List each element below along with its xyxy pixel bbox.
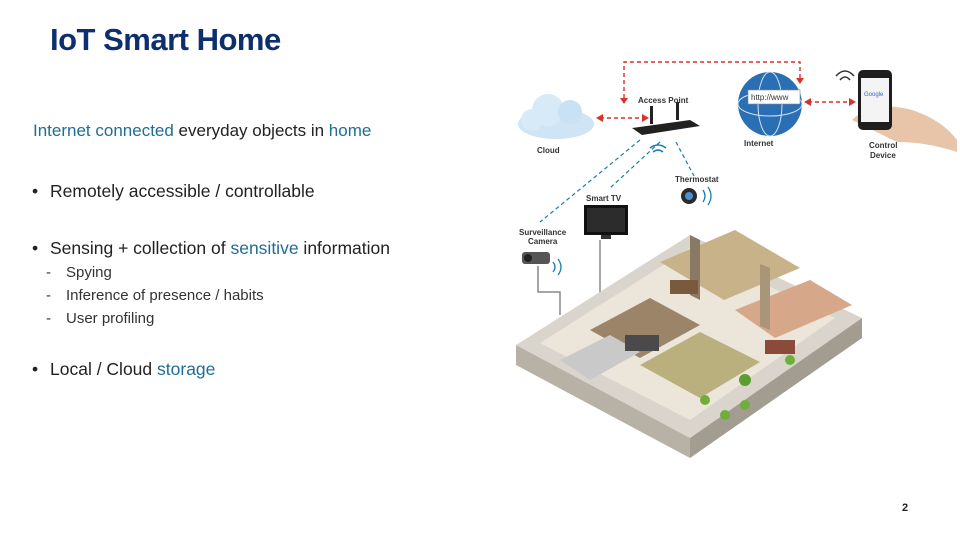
arrowheads xyxy=(596,78,856,122)
intro-line: Internet connected everyday objects in h… xyxy=(33,121,371,141)
control-device-label-2: Device xyxy=(870,151,896,160)
access-point-label: Access Point xyxy=(638,96,689,105)
bullet-remote: • Remotely accessible / controllable xyxy=(32,181,315,202)
internet-label: Internet xyxy=(744,139,774,148)
smart-tv-icon xyxy=(584,205,628,318)
thermostat-label: Thermostat xyxy=(675,175,719,184)
control-device-label-1: Control xyxy=(869,141,897,150)
cloud-label: Cloud xyxy=(537,146,560,155)
sub-bullet-text: Spying xyxy=(66,264,112,281)
sub-bullet: -User profiling xyxy=(46,310,154,327)
camera-label-1: Surveillance xyxy=(519,228,567,237)
sub-bullet: -Spying xyxy=(46,264,112,281)
browser-url-text: http://www xyxy=(751,93,789,102)
dash: - xyxy=(46,264,51,281)
phone-icon: Google xyxy=(835,70,957,152)
bullet-dot: • xyxy=(32,238,39,258)
cloud-icon xyxy=(518,94,594,139)
bullet-text: Local / Cloud xyxy=(50,359,158,379)
link-ap-internet xyxy=(623,61,801,98)
intro-accent-2: home xyxy=(328,121,372,140)
bullet-sensing: • Sensing + collection of sensitive infor… xyxy=(32,238,390,259)
dash: - xyxy=(46,287,51,304)
bullet-storage: • Local / Cloud storage xyxy=(32,359,215,380)
internet-globe-icon: http://www xyxy=(737,71,803,137)
surveillance-camera-icon xyxy=(522,252,562,315)
bullet-accent: storage xyxy=(157,359,216,379)
smart-home-diagram: Cloud Access Point http://www Internet G… xyxy=(516,61,957,458)
bullet-text: Remotely accessible / controllable xyxy=(50,181,315,201)
camera-label-2: Camera xyxy=(528,237,558,246)
phone-screen-text: Google xyxy=(864,92,884,98)
smart-tv-label: Smart TV xyxy=(586,194,622,203)
page-number: 2 xyxy=(902,502,909,514)
bullet-dot: • xyxy=(32,181,39,201)
wireless-links xyxy=(539,139,695,223)
bullet-dot: • xyxy=(32,359,39,379)
network-links xyxy=(600,61,852,119)
bullet-text: Sensing + collection of xyxy=(50,238,231,258)
house-cutaway-illustration xyxy=(516,230,862,458)
slide-title: IoT Smart Home xyxy=(50,22,281,57)
sub-bullet-text: User profiling xyxy=(66,310,155,327)
intro-accent-1: Internet connected xyxy=(33,121,174,140)
intro-text: everyday objects in xyxy=(173,121,329,140)
bullet-text: information xyxy=(298,238,390,258)
dash: - xyxy=(46,310,51,327)
bullet-accent: sensitive xyxy=(230,238,299,258)
thermostat-icon xyxy=(681,186,712,206)
sub-bullet-text: Inference of presence / habits xyxy=(66,287,264,304)
router-icon xyxy=(632,102,700,153)
sub-bullet: -Inference of presence / habits xyxy=(46,287,264,304)
